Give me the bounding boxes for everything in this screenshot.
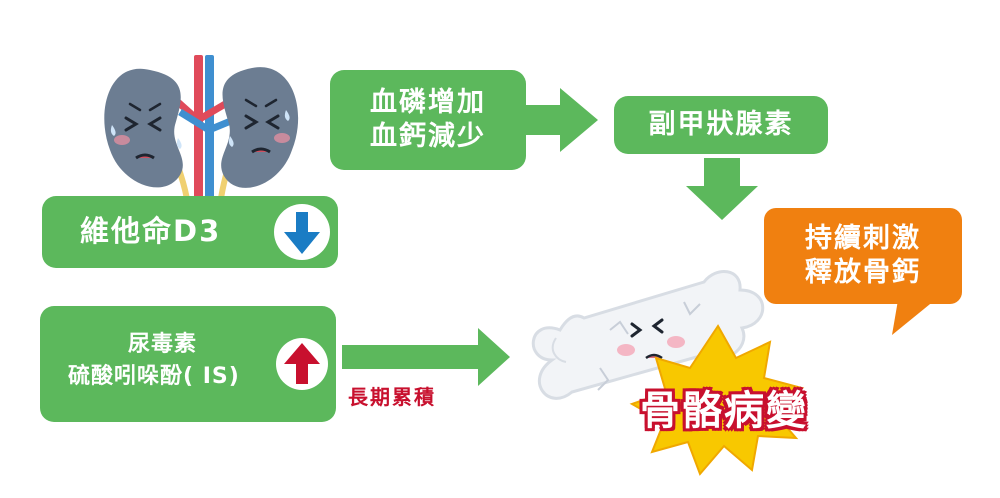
up-arrow-icon bbox=[276, 338, 328, 390]
continuous-stimulation-label: 持續刺激 bbox=[805, 223, 921, 254]
parathyroid-hormone-box: 副甲狀腺素 bbox=[614, 96, 828, 154]
calcium-decrease-label: 血鈣減少 bbox=[370, 121, 486, 152]
stimulate-release-callout: 持續刺激 釋放骨鈣 bbox=[764, 208, 962, 304]
vitamin-d3-label: 維他命D3 bbox=[80, 214, 222, 248]
burst-icon bbox=[629, 324, 805, 476]
callout-tail bbox=[892, 300, 935, 335]
uremic-toxin-box: 尿毒素 硫酸吲哚酚( IS) bbox=[40, 306, 336, 422]
bone-disease-label: 骨骼病變 bbox=[640, 388, 808, 434]
arrow-pth-to-bone bbox=[686, 158, 758, 220]
uremic-toxin-label: 尿毒素 bbox=[128, 332, 198, 357]
phosphorus-increase-label: 血磷增加 bbox=[370, 87, 486, 118]
arrow-blood-to-pth bbox=[522, 88, 598, 152]
bone-icon bbox=[531, 270, 765, 400]
long-term-accumulation-label: 長期累積 bbox=[348, 385, 436, 409]
vitamin-d3-box: 維他命D3 bbox=[42, 196, 338, 268]
release-bone-calcium-label: 釋放骨鈣 bbox=[805, 257, 921, 288]
arrow-toxin-to-bone bbox=[342, 328, 510, 386]
blood-phosphorus-calcium-box: 血磷增加 血鈣減少 bbox=[330, 70, 526, 170]
down-arrow-icon bbox=[274, 204, 330, 260]
kidneys-icon bbox=[104, 55, 299, 206]
indoxyl-sulfate-label: 硫酸吲哚酚( IS) bbox=[68, 364, 240, 389]
parathyroid-hormone-label: 副甲狀腺素 bbox=[648, 109, 794, 140]
